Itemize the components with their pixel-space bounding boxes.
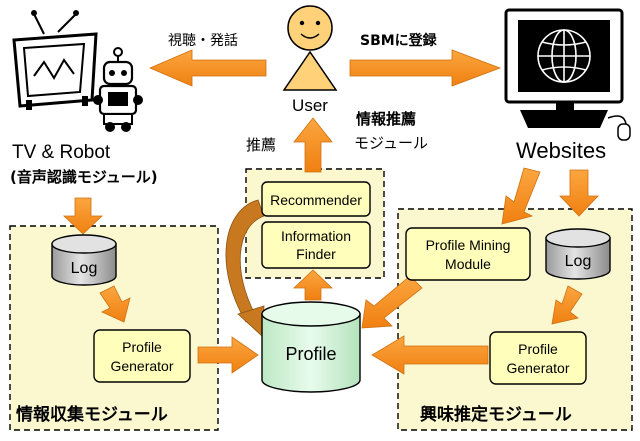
arrow-generator-to-profile-right: [371, 335, 489, 375]
log-left-label: Log: [71, 260, 98, 277]
recommender-box: Recommender: [261, 181, 371, 217]
tv-robot-title: TV & Robot: [12, 142, 111, 163]
recommend-module-title-line1: 情報推薦: [356, 110, 416, 128]
mining-label-line2: Module: [445, 256, 491, 272]
interest-module-title: 興味推定モジュール: [420, 404, 572, 425]
websites-label: Websites: [516, 138, 606, 163]
edge-label-view-speak: 視聴・発話: [168, 32, 238, 49]
arrow-recommend-to-user: [293, 117, 333, 173]
generator-right-line2: Generator: [506, 360, 569, 376]
finder-label-line2: Finder: [296, 246, 336, 262]
computer-icon: [504, 8, 631, 141]
generator-left-line1: Profile: [122, 339, 162, 355]
edge-label-sbm-register: SBMに登録: [360, 32, 438, 49]
user-body-icon: [282, 50, 338, 91]
arrow-log-to-generator-right: [551, 285, 583, 325]
profile-cylinder: Profile: [261, 301, 361, 393]
profile-mining-box: Profile Mining Module: [405, 227, 531, 281]
flow-arrows: [62, 49, 599, 375]
user-head-icon: [287, 5, 333, 51]
generator-left-line2: Generator: [110, 358, 173, 374]
tv-icon: [12, 10, 98, 110]
arrow-user-to-tv: [148, 49, 267, 87]
arrow-generator-to-profile-left: [197, 336, 259, 374]
user-figure: User: [282, 5, 338, 115]
curve-profile-to-finder: [225, 199, 265, 337]
finder-label-line1: Information: [281, 228, 351, 244]
user-label: User: [292, 96, 328, 115]
profile-generator-right: Profile Generator: [489, 331, 587, 385]
tv-robot-subtitle: (音声認識モジュール): [10, 168, 158, 186]
edge-label-recommend: 推薦: [246, 136, 276, 154]
arrow-user-to-websites: [349, 49, 502, 87]
arrow-mining-to-profile: [361, 275, 423, 329]
arrow-websites-to-mining: [501, 167, 541, 225]
globe-icon: [537, 29, 591, 83]
collect-module-title: 情報収集モジュール: [16, 404, 168, 425]
log-right-label: Log: [565, 253, 592, 270]
arrow-profile-to-finder: [292, 269, 334, 301]
recommend-module-title-line2: モジュール: [354, 134, 428, 152]
information-finder-box: Information Finder: [261, 221, 371, 269]
recommender-label: Recommender: [270, 192, 362, 208]
generator-right-line1: Profile: [518, 341, 558, 357]
arrow-tv-to-log: [62, 197, 104, 235]
profile-generator-left: Profile Generator: [93, 329, 191, 383]
arrow-websites-to-log: [559, 169, 599, 217]
robot-icon: [93, 47, 143, 132]
mining-label-line1: Profile Mining: [426, 237, 511, 253]
log-cylinder-right: Log: [545, 228, 611, 280]
arrow-log-to-generator-left: [99, 285, 131, 323]
profile-label: Profile: [285, 344, 336, 364]
log-cylinder-left: Log: [51, 234, 117, 286]
